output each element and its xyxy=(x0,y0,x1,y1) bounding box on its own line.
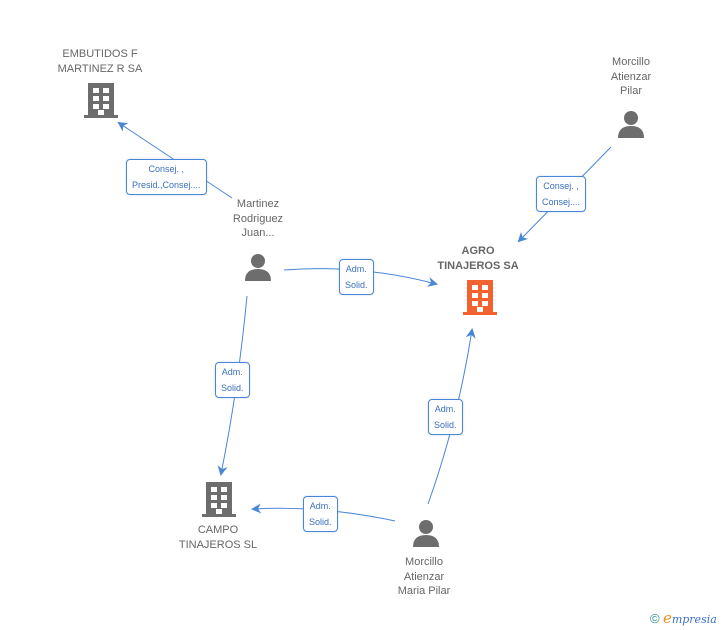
building-icon[interactable] xyxy=(202,482,236,518)
node-label-campo[interactable]: CAMPO TINAJEROS SL xyxy=(178,524,258,551)
brand-name: mpresia xyxy=(671,613,717,626)
edge-label-maria-campo[interactable]: Adm. Solid. xyxy=(303,496,338,532)
edge-label-maria-agro[interactable]: Adm. Solid. xyxy=(428,399,463,435)
node-label-morcillo-pilar[interactable]: Morcillo Atienzar Pilar xyxy=(610,56,652,97)
node-label-agro[interactable]: AGRO TINAJEROS SA xyxy=(437,245,519,272)
edge-label-martinez-campo[interactable]: Adm. Solid. xyxy=(215,362,250,398)
edge-label-martinez-embutidos[interactable]: Consej. , Presid.,Consej.... xyxy=(126,159,207,195)
brand-initial: e xyxy=(662,609,672,627)
building-icon-main[interactable] xyxy=(463,280,497,316)
building-icon[interactable] xyxy=(84,83,118,119)
node-label-morcillo-maria[interactable]: Morcillo Atienzar Maria Pilar xyxy=(397,556,451,597)
edge-label-pilar-agro[interactable]: Consej. , Consej.... xyxy=(536,176,587,212)
person-icon[interactable] xyxy=(411,518,441,548)
empresia-logo[interactable]: © empresia xyxy=(650,609,717,627)
edge-label-martinez-agro[interactable]: Adm. Solid. xyxy=(339,259,374,295)
node-label-martinez[interactable]: Martinez Rodriguez Juan... xyxy=(232,198,284,239)
person-icon[interactable] xyxy=(243,252,273,282)
node-label-embutidos[interactable]: EMBUTIDOS F MARTINEZ R SA xyxy=(57,48,143,75)
person-icon[interactable] xyxy=(616,109,646,139)
copyright-icon: © xyxy=(650,611,660,626)
